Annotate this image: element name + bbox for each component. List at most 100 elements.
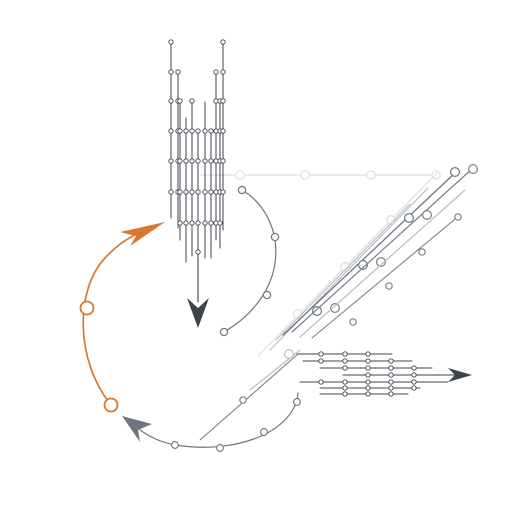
- node: [183, 220, 189, 226]
- node: [183, 158, 189, 164]
- node: [177, 189, 183, 195]
- node: [195, 189, 201, 195]
- arc: [82, 227, 156, 406]
- node: [340, 262, 351, 273]
- node: [216, 444, 224, 452]
- node: [388, 385, 394, 391]
- node: [358, 260, 369, 271]
- node: [202, 158, 208, 164]
- node: [237, 185, 247, 195]
- node: [342, 358, 348, 364]
- node: [189, 98, 195, 104]
- node: [365, 385, 371, 391]
- node: [388, 379, 394, 385]
- node: [342, 385, 348, 391]
- node: [177, 158, 183, 164]
- diagonal-line: [311, 214, 461, 339]
- node: [195, 128, 201, 134]
- node: [388, 372, 394, 378]
- node: [208, 128, 214, 134]
- arrowhead-up-right-icon: [120, 222, 165, 246]
- node: [342, 391, 348, 397]
- node: [454, 213, 462, 221]
- node: [342, 365, 348, 371]
- node: [318, 351, 324, 357]
- node: [312, 306, 323, 317]
- node: [411, 379, 417, 385]
- node: [365, 391, 371, 397]
- node: [220, 98, 226, 104]
- diagonal-line: [282, 171, 457, 336]
- node: [213, 69, 219, 75]
- arc: [223, 189, 277, 333]
- node: [418, 248, 426, 256]
- node: [365, 365, 371, 371]
- node: [450, 167, 461, 178]
- node: [171, 441, 179, 449]
- node: [208, 158, 214, 164]
- node: [411, 365, 417, 371]
- node: [411, 372, 417, 378]
- diagonal-line: [299, 189, 466, 338]
- node: [262, 290, 272, 300]
- node: [300, 170, 310, 180]
- node: [349, 318, 357, 326]
- node: [260, 428, 268, 436]
- node: [293, 398, 301, 406]
- node: [79, 300, 95, 316]
- diagonal-line: [291, 167, 474, 333]
- node: [220, 189, 226, 195]
- node: [177, 98, 183, 104]
- node: [177, 220, 183, 226]
- arrowhead-down-icon: [187, 298, 209, 328]
- node: [202, 220, 208, 226]
- node: [365, 351, 371, 357]
- node: [103, 397, 119, 413]
- node: [376, 257, 387, 268]
- node: [208, 220, 214, 226]
- node: [330, 303, 341, 314]
- node: [235, 170, 245, 180]
- node: [219, 327, 229, 337]
- node: [388, 391, 394, 397]
- node: [365, 358, 371, 364]
- node: [284, 349, 295, 360]
- vertical-comb-cluster: [168, 39, 226, 328]
- node: [239, 396, 247, 404]
- light-horizontal-line: [199, 170, 441, 180]
- node: [168, 189, 174, 195]
- node: [220, 158, 226, 164]
- node: [189, 128, 195, 134]
- node: [175, 69, 181, 75]
- node: [422, 210, 433, 221]
- node: [168, 39, 174, 45]
- node: [220, 128, 226, 134]
- node: [217, 220, 223, 226]
- node: [183, 189, 189, 195]
- arrowhead-right-icon: [448, 368, 472, 382]
- node: [365, 372, 371, 378]
- node: [220, 39, 226, 45]
- node: [168, 128, 174, 134]
- node: [208, 189, 214, 195]
- node: [388, 358, 394, 364]
- node: [366, 170, 376, 180]
- node: [385, 282, 393, 290]
- node: [189, 158, 195, 164]
- arc: [139, 392, 299, 448]
- node: [195, 249, 201, 255]
- node: [365, 379, 371, 385]
- node: [183, 128, 189, 134]
- node: [318, 379, 324, 385]
- node: [177, 128, 183, 134]
- node: [189, 220, 195, 226]
- node: [468, 164, 479, 175]
- node: [195, 158, 201, 164]
- horizontal-comb-cluster: [296, 351, 472, 397]
- inner-slate-arc: [219, 185, 280, 337]
- node: [386, 215, 397, 226]
- node: [411, 385, 417, 391]
- diagonal-line: [275, 203, 411, 341]
- node: [189, 189, 195, 195]
